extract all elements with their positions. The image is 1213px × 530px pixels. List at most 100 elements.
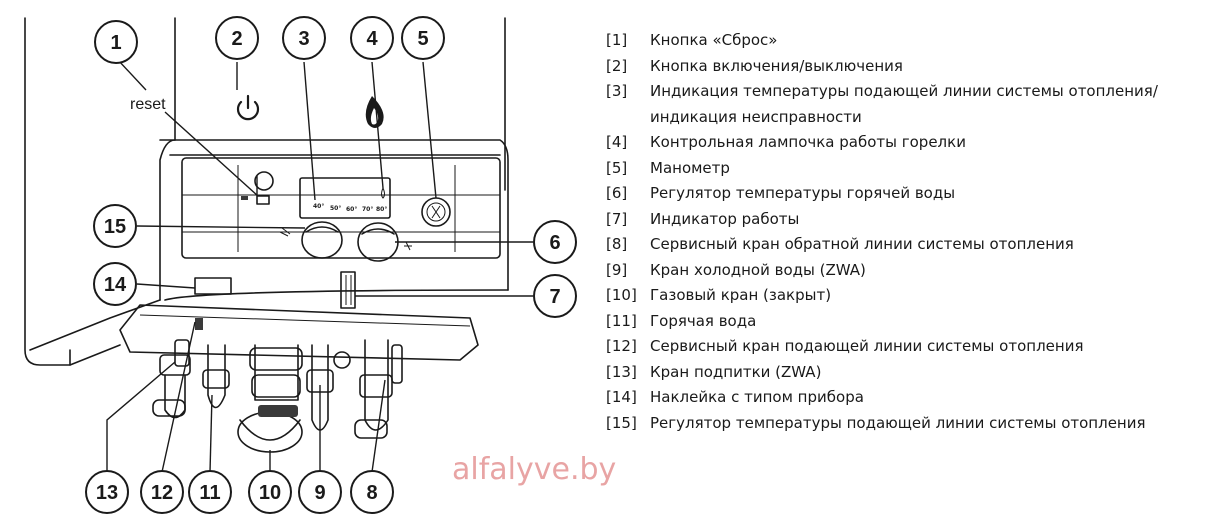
legend-number: [10]	[606, 286, 637, 304]
callout-number: 10	[259, 482, 281, 504]
legend-item: [9] Кран холодной воды (ZWA)	[606, 258, 1206, 284]
reset-label: reset	[130, 96, 166, 113]
legend-text: Горячая вода	[650, 311, 757, 330]
legend-item: [3] Индикация температуры подающей линии …	[606, 79, 1206, 130]
legend-number: [12]	[606, 337, 637, 355]
reset-indicator	[241, 196, 248, 200]
callout-12: 12	[140, 470, 184, 514]
callout-number: 11	[199, 482, 220, 504]
legend-text: Регулятор температуры подающей линии сис…	[650, 413, 1146, 432]
callout-14: 14	[93, 262, 137, 306]
legend-number: [13]	[606, 362, 637, 381]
legend-text: Сервисный кран обратной линии системы от…	[650, 235, 1074, 253]
legend-item: [8] Сервисный кран обратной линии системы…	[606, 232, 1206, 258]
boiler-diagram: 40° 50° 60° 70° 80°	[24, 16, 577, 514]
callout-number: 7	[549, 286, 560, 308]
temp-tick-80: 80°	[376, 206, 387, 213]
callout-number: 1	[110, 32, 121, 54]
callout-number: 15	[104, 216, 126, 238]
legend-item: [6] Регулятор температуры горячей воды	[606, 181, 1206, 207]
callout-number: 2	[231, 28, 242, 50]
legend-number: [4]	[606, 133, 628, 151]
legend-text: Регулятор температуры горячей воды	[650, 184, 956, 202]
legend-number: [1]	[606, 31, 628, 49]
legend-text: Кран холодной воды (ZWA)	[650, 260, 866, 279]
legend-number: [3]	[606, 82, 628, 100]
callout-7: 7	[533, 274, 577, 318]
boiler-casing	[24, 17, 509, 366]
reset-button[interactable]	[256, 195, 270, 205]
legend-number: [2]	[606, 56, 628, 75]
callout-4: 4	[350, 16, 394, 60]
legend-text: Сервисный кран подающей линии системы от…	[650, 337, 1084, 355]
callout-number: 9	[314, 482, 325, 504]
power-button[interactable]	[254, 171, 274, 191]
legend-item: [1] Кнопка «Сброс»	[606, 28, 1206, 54]
connection-tray	[119, 304, 479, 361]
legend-item: [15]Регулятор температуры подающей линии…	[606, 411, 1206, 437]
heating-temp-knob[interactable]	[279, 221, 343, 259]
callout-13: 13	[85, 470, 129, 514]
watermark-text: alfalyve.by	[452, 452, 617, 487]
callout-3: 3	[282, 16, 326, 60]
legend: [1] Кнопка «Сброс» [2] Кнопка включения/вык…	[606, 28, 1206, 436]
leader-lines	[106, 59, 533, 473]
callout-number: 5	[417, 28, 428, 50]
callout-5: 5	[401, 16, 445, 60]
legend-number: [7]	[606, 209, 628, 228]
callout-10: 10	[248, 470, 292, 514]
legend-number: [6]	[606, 184, 628, 202]
legend-item: [2] Кнопка включения/выключения	[606, 54, 1206, 80]
burner-lamp-icon	[381, 186, 385, 199]
legend-text: Наклейка с типом прибора	[650, 388, 864, 406]
power-icon	[236, 94, 260, 121]
legend-text: Газовый кран (закрыт)	[650, 286, 832, 304]
legend-number: [9]	[606, 260, 628, 279]
legend-text: Кнопка «Сброс»	[650, 31, 778, 49]
callout-number: 4	[366, 28, 378, 50]
legend-item: [4] Контрольная лампочка работы горелки	[606, 130, 1206, 156]
callout-6: 6	[533, 220, 577, 264]
callout-9: 9	[298, 470, 342, 514]
gas-valve[interactable]	[237, 344, 303, 453]
temp-tick-70: 70°	[362, 206, 373, 213]
legend-text: Индикация температуры подающей линии сис…	[650, 82, 1158, 126]
callout-8: 8	[350, 470, 394, 514]
callout-number: 3	[298, 28, 309, 50]
control-panel: 40° 50° 60° 70° 80°	[181, 157, 501, 309]
callout-number: 12	[151, 482, 173, 504]
callout-2: 2	[215, 16, 259, 60]
legend-item: [13] Кран подпитки (ZWA)	[606, 360, 1206, 386]
legend-text: Контрольная лампочка работы горелки	[650, 133, 966, 151]
callout-number: 13	[96, 482, 118, 504]
type-label-sticker	[194, 277, 232, 295]
callout-number: 14	[104, 274, 127, 296]
legend-item: [11] Горячая вода	[606, 309, 1206, 335]
pipe-hot-water	[202, 344, 230, 409]
legend-item: [12] Сервисный кран подающей линии систем…	[606, 334, 1206, 360]
callout-number: 6	[549, 232, 560, 254]
callout-15: 15	[93, 204, 137, 248]
legend-text: Манометр	[650, 158, 730, 177]
operation-indicator	[340, 271, 356, 309]
legend-number: [11]	[606, 311, 637, 330]
legend-item: [10] Газовый кран (закрыт)	[606, 283, 1206, 309]
callout-1: 1	[94, 20, 138, 64]
flame-icon	[365, 96, 384, 128]
legend-text: Кран подпитки (ZWA)	[650, 362, 822, 381]
callout-number: 8	[366, 482, 377, 504]
legend-item: [14] Наклейка с типом прибора	[606, 385, 1206, 411]
temp-tick-50: 50°	[330, 205, 341, 212]
callout-11: 11	[188, 470, 232, 514]
legend-text: Индикатор работы	[650, 209, 800, 228]
temp-tick-40: 40°	[313, 203, 324, 210]
legend-number: [5]	[606, 158, 628, 177]
legend-item: [5] Манометр	[606, 156, 1206, 182]
legend-item: [7] Индикатор работы	[606, 207, 1206, 233]
temp-tick-60: 60°	[346, 206, 357, 213]
valve-heating-return[interactable]	[354, 339, 403, 439]
legend-number: [14]	[606, 388, 637, 406]
legend-text: Кнопка включения/выключения	[650, 56, 903, 75]
valve-heating-flow[interactable]	[174, 339, 190, 367]
legend-number: [8]	[606, 235, 628, 253]
